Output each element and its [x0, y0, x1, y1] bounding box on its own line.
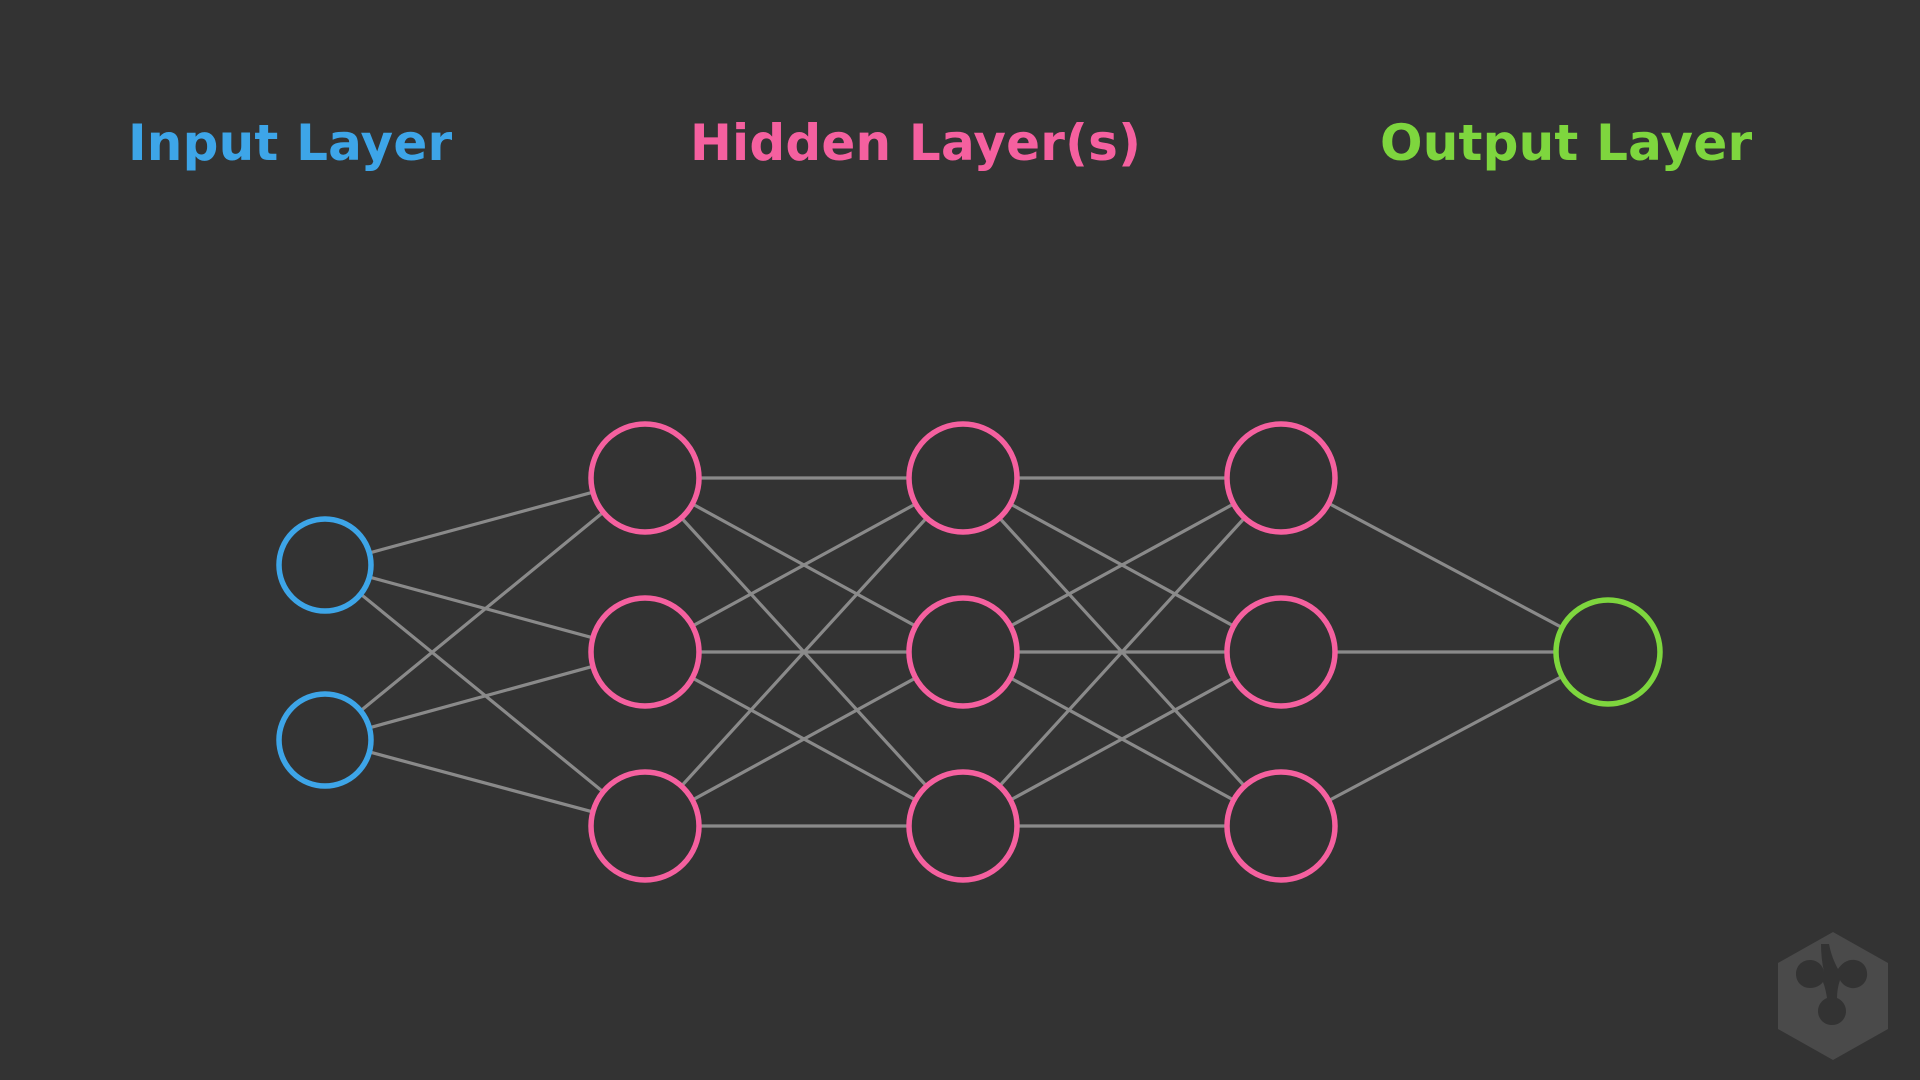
- neuron-node-input-1: [276, 516, 374, 614]
- neuron-node-input-2: [276, 691, 374, 789]
- connection-edge: [997, 516, 1247, 788]
- connection-edge: [1327, 501, 1564, 630]
- neuron-node-hidden1-2: [588, 595, 702, 709]
- connection-edges: [358, 476, 1564, 828]
- connection-edge: [1008, 676, 1236, 802]
- neuron-node-hidden3-3: [1224, 769, 1338, 883]
- connection-edge: [1008, 502, 1236, 628]
- connection-edge: [367, 750, 595, 814]
- layer-label-input: Input Layer: [128, 114, 453, 172]
- layer-label-hidden: Hidden Layer(s): [690, 114, 1142, 172]
- neuron-node-hidden2-2: [906, 595, 1020, 709]
- neuron-node-hidden1-1: [588, 421, 702, 535]
- neuron-node-hidden3-2: [1224, 595, 1338, 709]
- connection-edge: [358, 510, 605, 713]
- neuron-node-hidden2-3: [906, 769, 1020, 883]
- neuron-node-hidden3-1: [1224, 421, 1338, 535]
- treehouse-logo-watermark: [1778, 932, 1888, 1060]
- connection-edge: [1327, 674, 1564, 803]
- connection-edge: [367, 575, 595, 640]
- connection-edge: [679, 516, 929, 788]
- neuron-node-hidden2-1: [906, 421, 1020, 535]
- connection-edge: [367, 664, 595, 730]
- neuron-nodes: [276, 421, 1663, 883]
- connection-edge: [367, 490, 595, 555]
- connection-edge: [690, 676, 918, 802]
- neuron-node-output-1: [1553, 597, 1663, 707]
- connection-edge: [359, 592, 605, 794]
- neuron-node-hidden1-3: [588, 769, 702, 883]
- layer-label-output: Output Layer: [1380, 114, 1753, 172]
- connection-edge: [690, 502, 918, 628]
